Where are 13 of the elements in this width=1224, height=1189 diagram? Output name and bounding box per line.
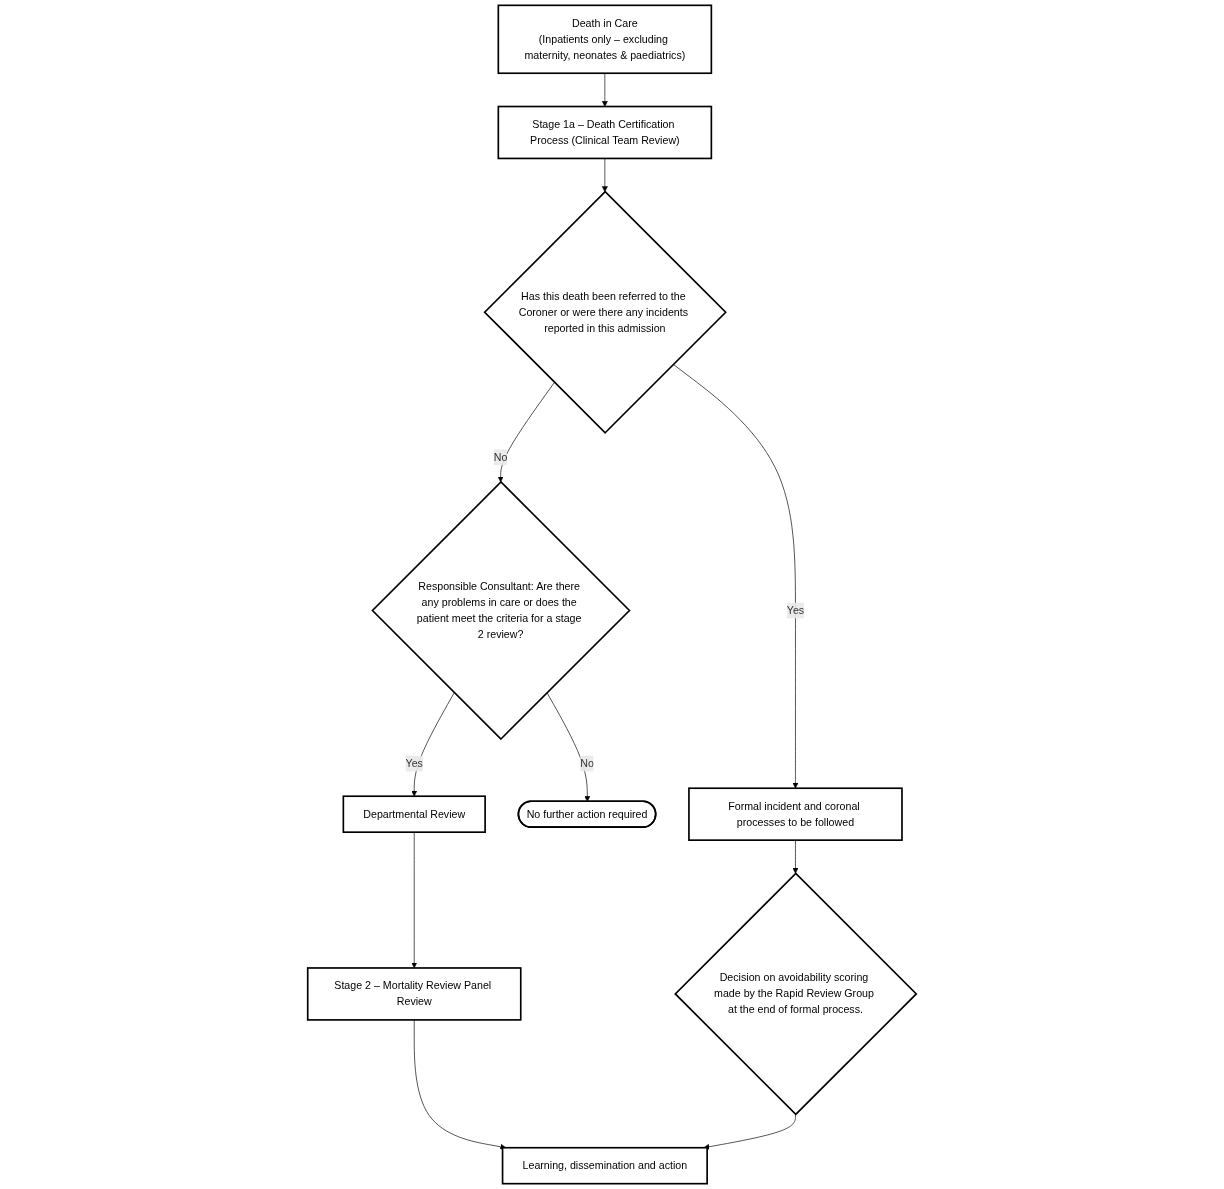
node-box: Learning, dissemination and action: [501, 1146, 708, 1185]
node-box: Stage 2 – Mortality Review Panel Review: [306, 967, 522, 1021]
node-box: Death in Care (Inpatients only – excluding maternity, neonates & paediatrics): [497, 4, 713, 75]
edge-label: Yes: [786, 604, 805, 616]
node-diamond: Responsible Consultant: Are there any problems in care or does the patient meet the criteria for a stage 2 review?: [371, 480, 631, 741]
edge-label: No: [580, 757, 594, 769]
edge-label: Yes: [405, 757, 423, 769]
edge-label: No: [493, 451, 508, 463]
node-diamond: Has this death been referred to the Coroner or were there any incidents reported in this admission: [483, 190, 727, 434]
node-box: Stage 1a – Death Certification Process (Clinical Team Review): [497, 105, 713, 160]
node-box: Formal incident and coronal processes to be followed: [688, 787, 903, 841]
node-box: Departmental Review: [342, 795, 486, 833]
node-diamond: Decision on avoidability scoring made by the Rapid Review Group at the end of formal process.: [674, 872, 918, 1116]
